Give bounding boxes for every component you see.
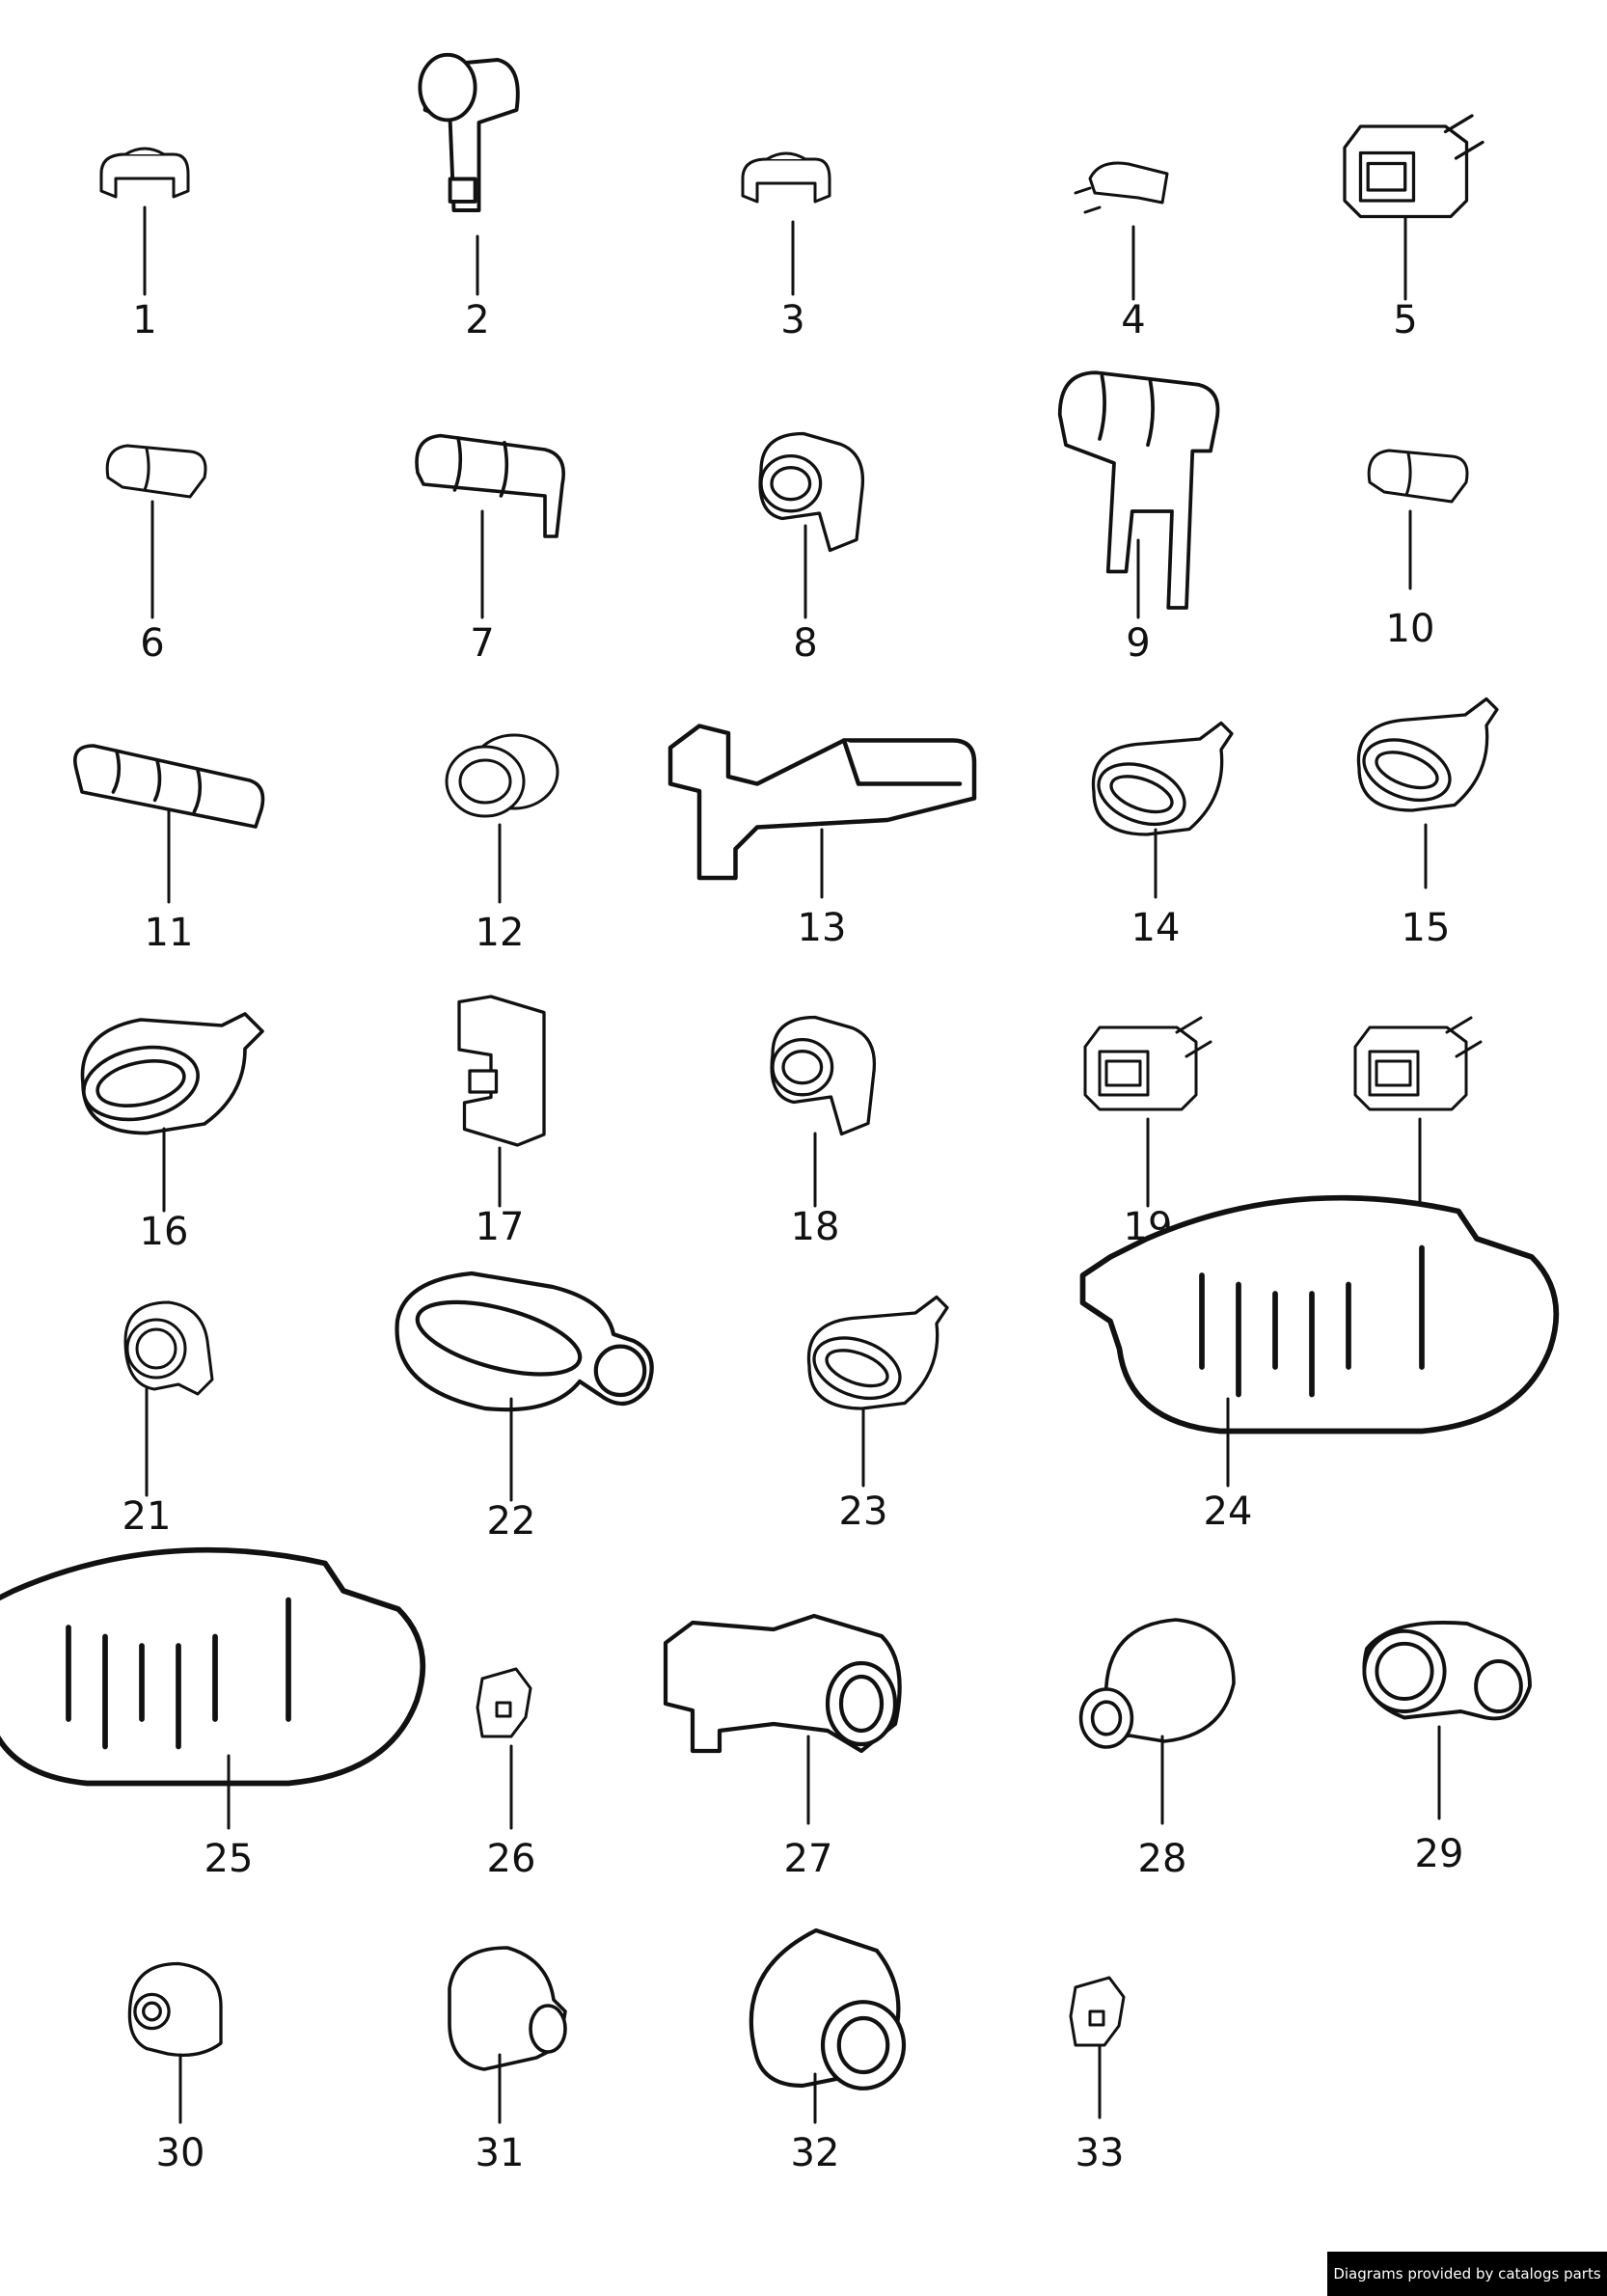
part-14: 14 (1091, 721, 1234, 950)
part-number-26: 26 (487, 1837, 536, 1881)
part-5: 5 (1343, 114, 1484, 342)
part-33: 33 (1069, 1976, 1126, 2175)
part-number-5: 5 (1393, 298, 1417, 342)
part-4-drawing (1074, 161, 1169, 214)
part-13-drawing (667, 724, 977, 881)
part-number-25: 25 (204, 1837, 254, 1881)
part-26-drawing (476, 1667, 532, 1738)
part-12-drawing (445, 733, 559, 818)
part-4: 4 (1074, 161, 1169, 342)
part-1: 1 (99, 147, 190, 342)
part-2-drawing (418, 52, 520, 212)
part-23-drawing (806, 1295, 949, 1410)
part-30-drawing (127, 1961, 223, 2058)
part-24-drawing (1079, 1194, 1560, 1435)
part-number-1: 1 (132, 298, 156, 342)
part-21-drawing (123, 1300, 214, 1396)
part-number-6: 6 (140, 621, 164, 666)
part-19: 19 (1083, 1016, 1212, 1249)
part-number-9: 9 (1126, 621, 1150, 666)
part-29-drawing (1362, 1620, 1532, 1721)
part-25-drawing (0, 1546, 426, 1787)
part-3: 3 (741, 151, 831, 342)
part-30: 30 (127, 1961, 223, 2175)
part-31-drawing (448, 1946, 567, 2071)
credit-badge: Diagrams provided by catalogs parts (1327, 2252, 1607, 2296)
part-10-drawing (1367, 449, 1469, 504)
part-8-drawing (758, 431, 865, 553)
part-19-drawing (1083, 1016, 1212, 1111)
part-number-3: 3 (780, 298, 804, 342)
part-22-drawing (395, 1271, 654, 1412)
part-24: 24 (1079, 1194, 1560, 1534)
part-32: 32 (749, 1927, 907, 2175)
part-16-drawing (80, 1012, 264, 1135)
part-number-22: 22 (487, 1499, 536, 1544)
part-15-drawing (1356, 697, 1499, 812)
part-number-23: 23 (839, 1490, 888, 1534)
part-17-drawing (457, 995, 546, 1147)
part-32-drawing (749, 1927, 907, 2091)
part-9-drawing (1057, 370, 1220, 610)
part-5-drawing (1343, 114, 1484, 219)
part-number-11: 11 (145, 911, 194, 955)
part-number-13: 13 (798, 906, 847, 950)
part-11: 11 (73, 744, 265, 955)
part-17: 17 (457, 995, 546, 1249)
part-number-7: 7 (470, 621, 494, 666)
part-27: 27 (663, 1613, 902, 1881)
part-18: 18 (770, 1015, 877, 1249)
part-23: 23 (806, 1295, 949, 1534)
part-number-29: 29 (1415, 1832, 1464, 1876)
part-number-12: 12 (476, 911, 525, 955)
part-3-drawing (741, 151, 831, 204)
part-2: 2 (418, 52, 520, 342)
part-number-10: 10 (1386, 607, 1435, 651)
part-number-30: 30 (156, 2131, 205, 2175)
part-7: 7 (415, 433, 565, 666)
part-28-drawing (1078, 1618, 1236, 1749)
credit-text: Diagrams provided by catalogs parts (1333, 2265, 1601, 2282)
part-27-drawing (663, 1613, 902, 1754)
part-29: 29 (1362, 1620, 1532, 1876)
part-7-drawing (415, 433, 565, 538)
part-14-drawing (1091, 721, 1234, 836)
part-6-drawing (105, 444, 207, 499)
part-28: 28 (1078, 1618, 1236, 1881)
part-number-24: 24 (1204, 1490, 1253, 1534)
part-number-8: 8 (793, 621, 817, 666)
part-number-17: 17 (476, 1205, 525, 1249)
part-number-16: 16 (140, 1210, 189, 1254)
part-number-28: 28 (1138, 1837, 1187, 1881)
part-number-14: 14 (1131, 906, 1181, 950)
part-number-31: 31 (476, 2131, 525, 2175)
part-number-18: 18 (791, 1205, 840, 1249)
part-20-drawing (1353, 1016, 1483, 1111)
part-number-27: 27 (784, 1837, 833, 1881)
part-number-2: 2 (465, 298, 489, 342)
part-31: 31 (448, 1946, 567, 2175)
part-13: 13 (667, 724, 977, 950)
part-16: 16 (80, 1012, 264, 1254)
part-number-21: 21 (123, 1494, 172, 1539)
part-26: 26 (476, 1667, 536, 1881)
part-15: 15 (1356, 697, 1499, 950)
part-21: 21 (123, 1300, 214, 1539)
part-22: 22 (395, 1271, 654, 1544)
part-number-15: 15 (1402, 906, 1451, 950)
part-1-drawing (99, 147, 190, 199)
part-number-32: 32 (791, 2131, 840, 2175)
part-9: 9 (1057, 370, 1220, 666)
part-11-drawing (73, 744, 265, 829)
part-25: 25 (0, 1546, 426, 1881)
part-18-drawing (770, 1015, 877, 1136)
part-6: 6 (105, 444, 207, 666)
part-8: 8 (758, 431, 865, 666)
part-12: 12 (445, 733, 559, 955)
part-33-drawing (1069, 1976, 1126, 2047)
part-10: 10 (1367, 449, 1469, 651)
part-number-4: 4 (1121, 298, 1145, 342)
part-number-33: 33 (1076, 2131, 1125, 2175)
